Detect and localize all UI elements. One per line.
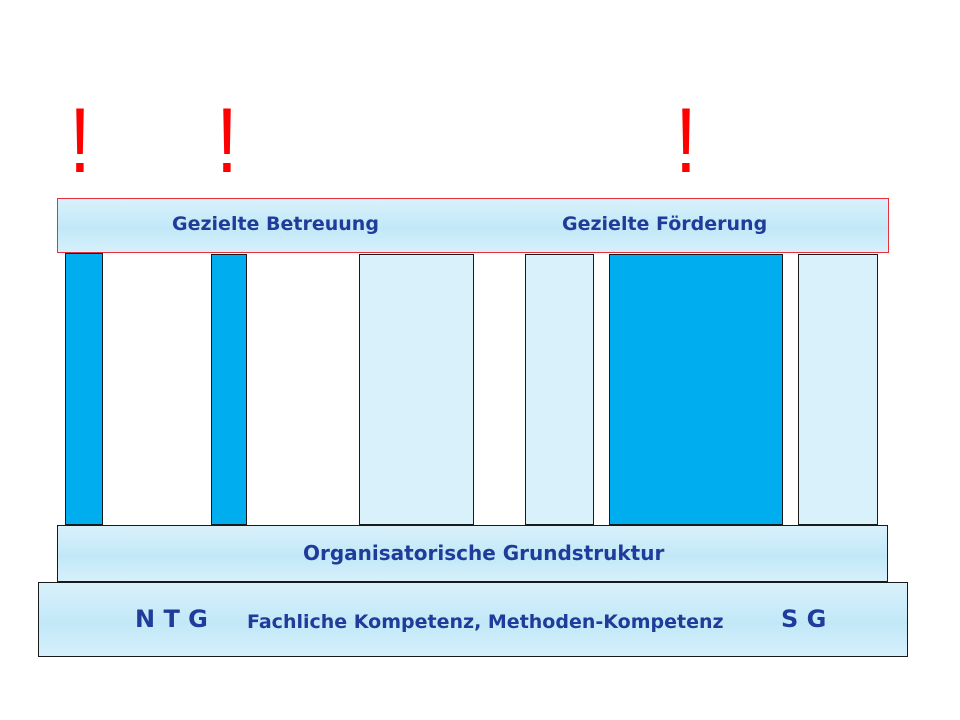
- pillar-1: [65, 253, 103, 525]
- pillar-4: [525, 254, 594, 525]
- base-label-kompetenz: Fachliche Kompetenz, Methoden-Kompetenz: [247, 611, 724, 633]
- exclamation-mark-2: !: [216, 90, 238, 192]
- roof-label-foerderung: Gezielte Förderung: [562, 213, 768, 235]
- pillar-5: [609, 254, 783, 525]
- middle-band: Organisatorische Grundstruktur: [57, 525, 888, 582]
- pillar-6: [798, 254, 878, 525]
- exclamation-mark-3: !: [675, 90, 697, 192]
- pillar-3: [359, 254, 474, 525]
- roof-label-betreuung: Gezielte Betreuung: [172, 213, 379, 235]
- roof-band: Gezielte Betreuung Gezielte Förderung: [57, 198, 889, 253]
- exclamation-mark-1: !: [69, 90, 91, 192]
- base-label-ntg: N T G: [135, 605, 208, 633]
- base-band: N T G Fachliche Kompetenz, Methoden-Komp…: [38, 582, 908, 657]
- middle-band-label: Organisatorische Grundstruktur: [303, 541, 665, 565]
- base-label-sg: S G: [781, 605, 827, 633]
- pillar-2: [211, 254, 247, 525]
